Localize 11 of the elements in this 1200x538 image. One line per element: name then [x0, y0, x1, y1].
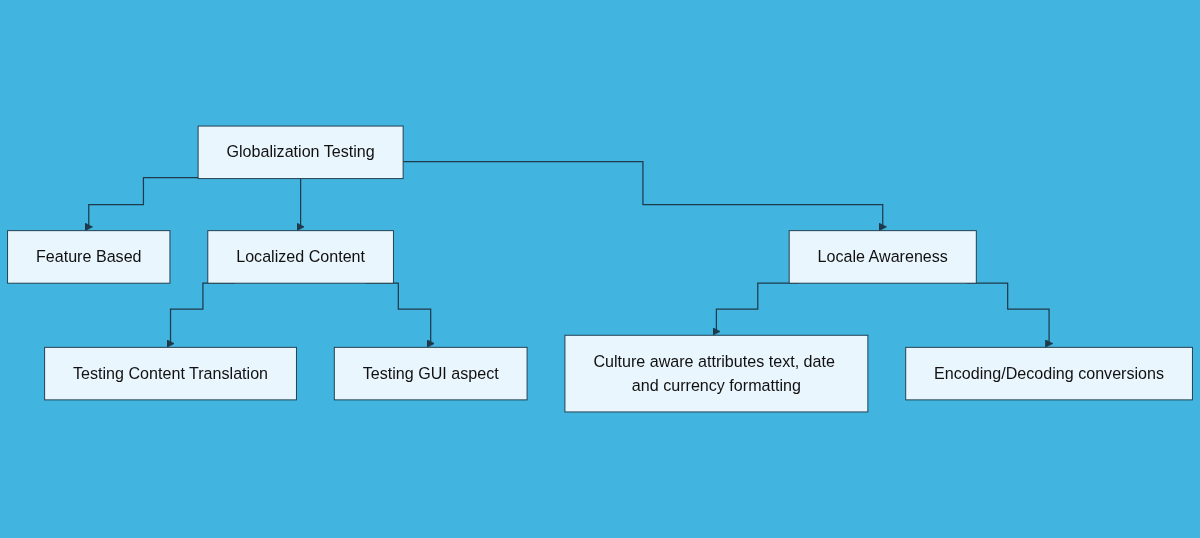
node-box: Culture aware attributes text, date and currency formatting [564, 334, 869, 413]
node-box: Feature Based [7, 230, 171, 284]
node-box: Globalization Testing [197, 125, 404, 180]
node-box: Testing GUI aspect [333, 346, 528, 401]
node-box: Locale Awareness [788, 230, 977, 284]
node-box: Testing Content Translation [44, 346, 297, 401]
node-box: Localized Content [207, 230, 394, 284]
node-box: Encoding/Decoding conversions [905, 346, 1193, 401]
arrow [402, 160, 887, 232]
arrow [84, 177, 199, 232]
arrow [296, 178, 305, 232]
